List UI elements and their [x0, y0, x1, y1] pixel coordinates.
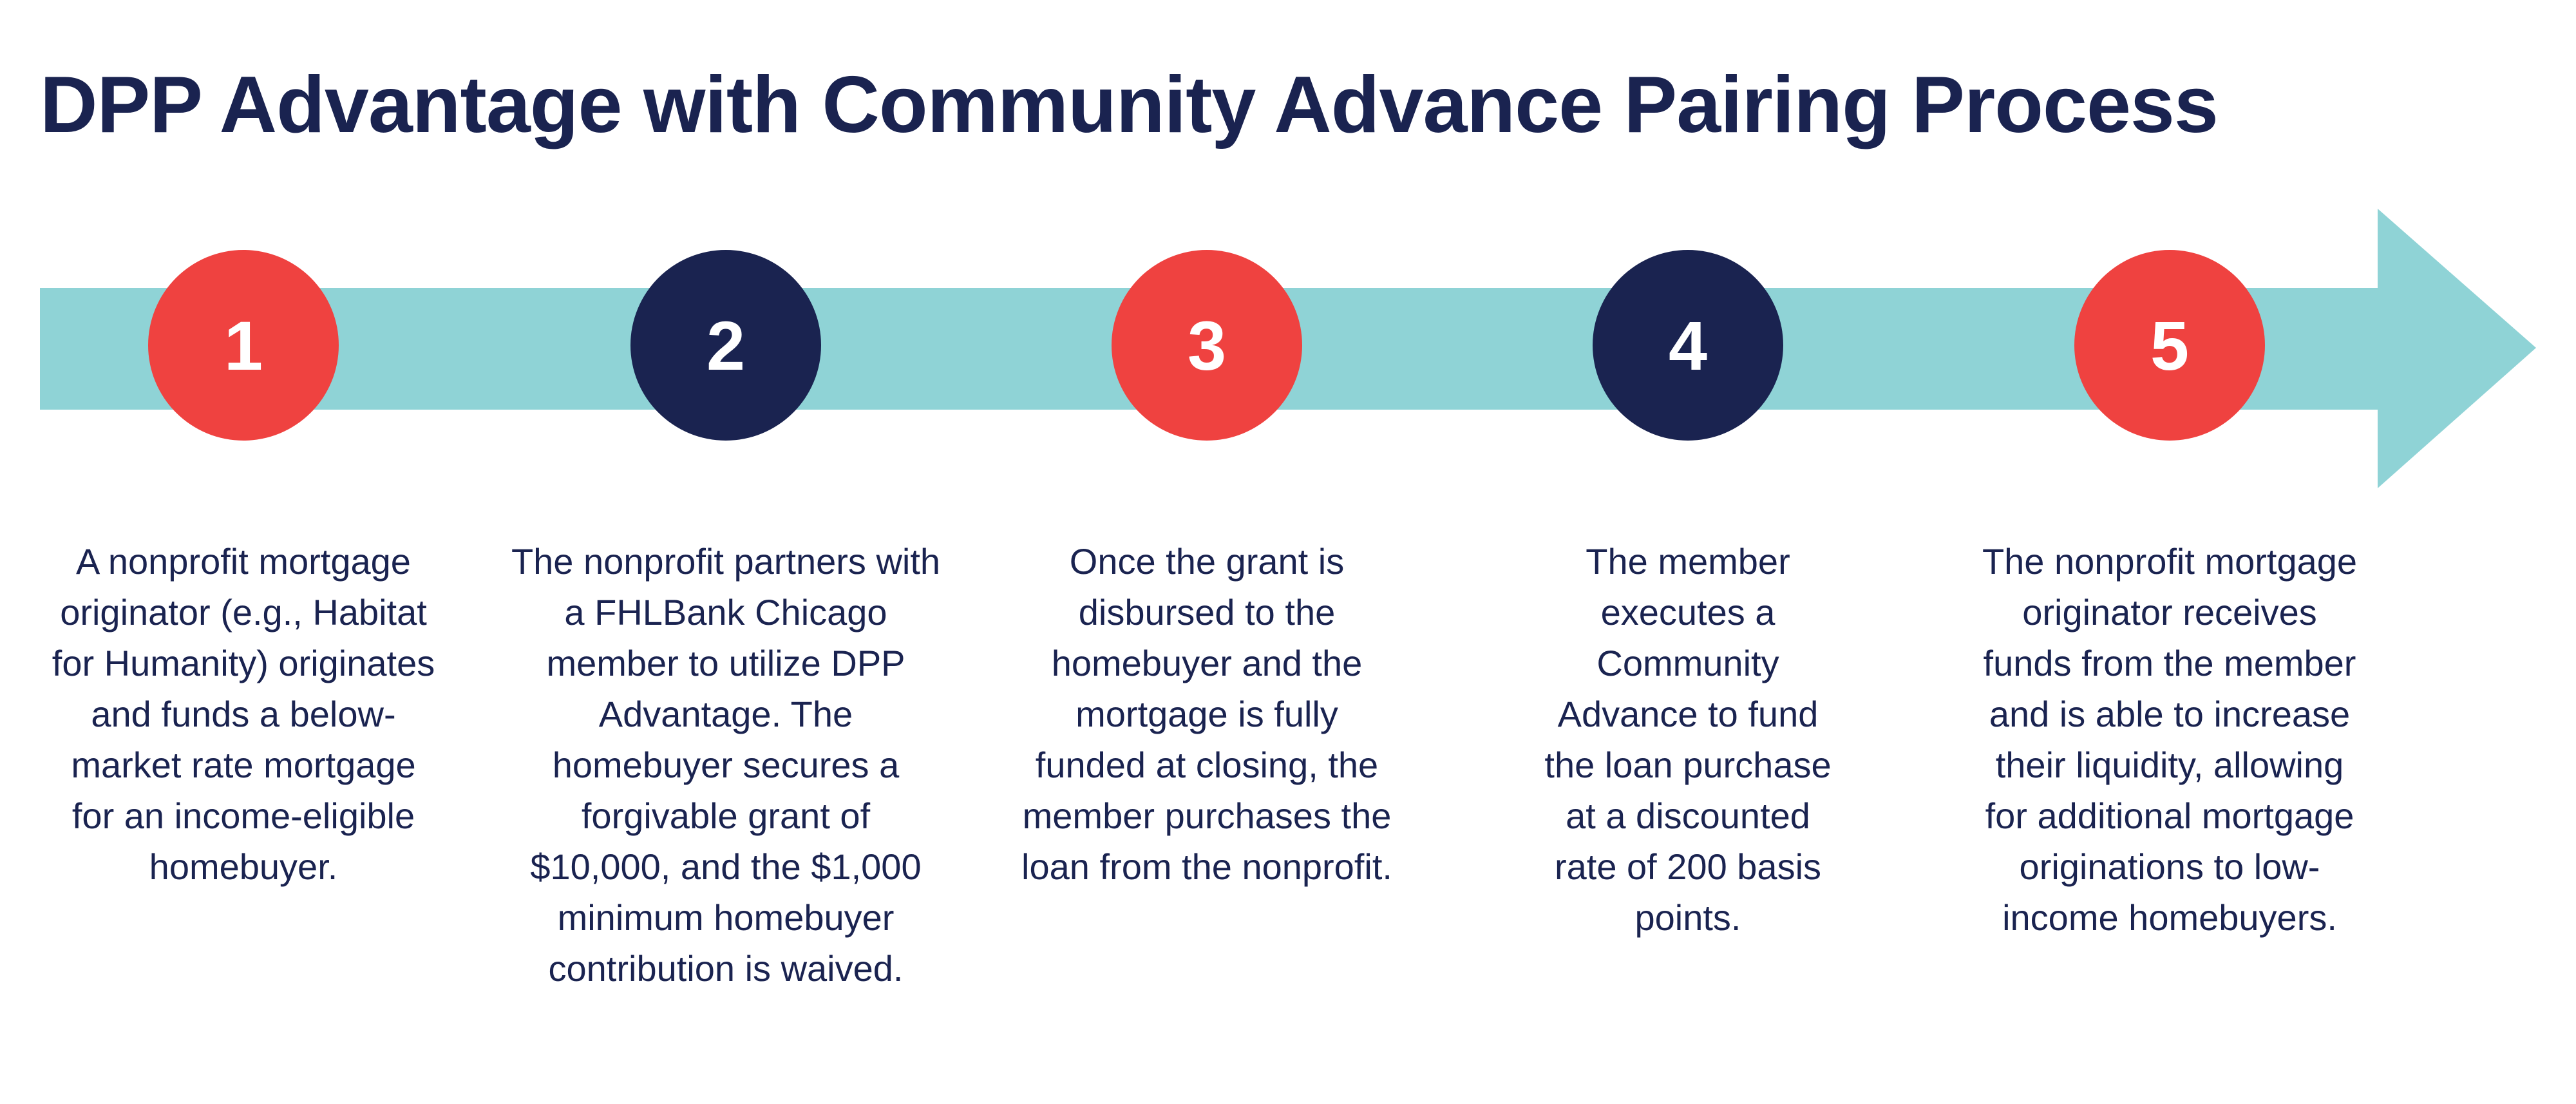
step-5-description: The nonprofit mortgage originator receiv… — [1982, 541, 2358, 938]
step-2-description: The nonprofit partners with a FHLBank Ch… — [511, 541, 941, 989]
step-number: 4 — [1668, 306, 1708, 385]
step-5-circle: 5 — [2074, 250, 2265, 441]
step-3-description: Once the grant is disbursed to the homeb… — [1021, 541, 1392, 887]
step-1-description: A nonprofit mortgage originator (e.g., H… — [52, 541, 435, 887]
step-number: 3 — [1187, 306, 1227, 385]
step-4-description: The member executes a Community Advance … — [1544, 541, 1832, 938]
step-1-circle: 1 — [148, 250, 339, 441]
step-3-circle: 3 — [1112, 250, 1302, 441]
step-number: 2 — [706, 306, 746, 385]
page-title: DPP Advantage with Community Advance Pai… — [40, 61, 2219, 149]
step-number: 5 — [2150, 306, 2190, 385]
step-number: 1 — [223, 306, 263, 385]
step-4-circle: 4 — [1593, 250, 1783, 441]
step-2-circle: 2 — [630, 250, 821, 441]
